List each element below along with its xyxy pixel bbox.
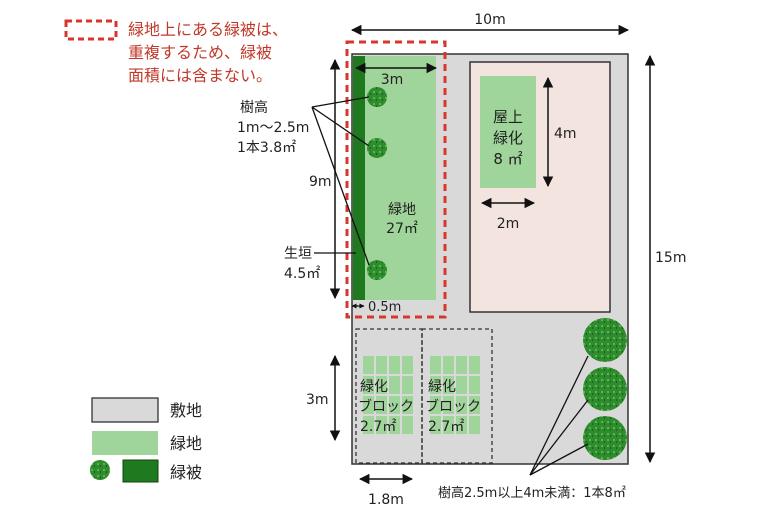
dim-hedge-width: 0.5m (368, 300, 401, 315)
roof-greening (480, 76, 536, 188)
hedge-label-1: 生垣 (284, 246, 312, 262)
tree-height-label-1: 樹高 (240, 99, 268, 116)
dim-roof-width: 2m (497, 216, 520, 232)
large-tree-3 (583, 416, 627, 460)
block-tile (430, 416, 441, 434)
dim-block-height: 3m (306, 392, 329, 408)
block-tile (443, 376, 454, 394)
hedge-label-2: 4.5㎡ (284, 266, 320, 282)
block-tile (376, 376, 387, 394)
greening-block-b (430, 356, 480, 434)
block-tile (389, 416, 400, 434)
dim-site-width: 10m (474, 12, 505, 28)
block-tile (443, 416, 454, 434)
legend-green-cover-swatch (122, 459, 159, 483)
block-tile (456, 376, 467, 394)
block-zone-b (421, 328, 493, 464)
block-b-label-1: 緑化 (428, 379, 456, 395)
block-tile (376, 416, 387, 434)
note-legend-box (64, 19, 118, 41)
block-tile (363, 396, 374, 414)
legend-green-cover-label: 緑被 (170, 463, 202, 482)
block-tile (456, 416, 467, 434)
block-tile (456, 396, 467, 414)
green-area-label-2: 27㎡ (386, 221, 418, 237)
note-line-2: 重複するため、緑被 (128, 43, 272, 62)
block-tile (389, 396, 400, 414)
block-b-label-2: ブロック (425, 398, 481, 415)
shrub-3 (367, 260, 387, 280)
block-tile (430, 356, 441, 374)
note-line-3: 面積には含まない。 (128, 66, 272, 85)
block-tile (389, 376, 400, 394)
block-tile (389, 356, 400, 374)
block-tile (469, 416, 480, 434)
block-tile (363, 416, 374, 434)
legend-green-area-swatch (92, 431, 158, 455)
overlap-boundary (345, 40, 447, 319)
large-tree-label: 樹高2.5m以上4m未満：1本8㎡ (438, 485, 626, 501)
note-line-1: 緑地上にある緑被は、 (128, 20, 288, 39)
block-tile (402, 396, 413, 414)
dim-block-width: 1.8m (368, 492, 404, 508)
block-tile (430, 376, 441, 394)
block-a-label-1: 緑化 (360, 379, 388, 395)
block-tile (402, 416, 413, 434)
legend-shrub-icon (90, 460, 110, 480)
shrub-2 (367, 138, 387, 158)
block-tile (469, 356, 480, 374)
legend-green-area-label: 緑地 (170, 434, 202, 453)
legend-site-label: 敷地 (170, 401, 202, 420)
block-tile (443, 396, 454, 414)
block-zone-a (355, 328, 423, 464)
block-tile (363, 356, 374, 374)
dim-green-width: 3m (381, 72, 404, 88)
greening-block-a (363, 356, 413, 434)
block-tile (363, 376, 374, 394)
block-tile (443, 356, 454, 374)
dim-green-height: 9m (309, 174, 332, 190)
roof-label-3: 8 ㎡ (493, 150, 522, 168)
block-a-label-2: ブロック (358, 398, 414, 415)
legend-site-swatch (91, 397, 159, 423)
block-tile (469, 376, 480, 394)
tree-height-label-3: 1本3.8㎡ (237, 140, 296, 156)
large-tree-1 (583, 318, 627, 362)
block-tile (376, 396, 387, 414)
block-tile (469, 396, 480, 414)
block-b-label-3: 2.7㎡ (428, 419, 464, 435)
roof-label-2: 緑化 (493, 129, 523, 147)
hedge (353, 56, 365, 300)
large-tree-2 (583, 367, 627, 411)
roof-label-1: 屋上 (493, 108, 523, 126)
block-tile (456, 356, 467, 374)
green-area-label-1: 緑地 (388, 202, 416, 218)
dim-site-height: 15m (655, 250, 686, 266)
tree-height-label-2: 1m〜2.5m (237, 120, 309, 136)
block-tile (402, 356, 413, 374)
dim-roof-height: 4m (554, 126, 577, 142)
block-tile (402, 376, 413, 394)
block-tile (376, 356, 387, 374)
shrub-1 (367, 87, 387, 107)
block-a-label-3: 2.7㎡ (360, 419, 396, 435)
block-tile (430, 396, 441, 414)
